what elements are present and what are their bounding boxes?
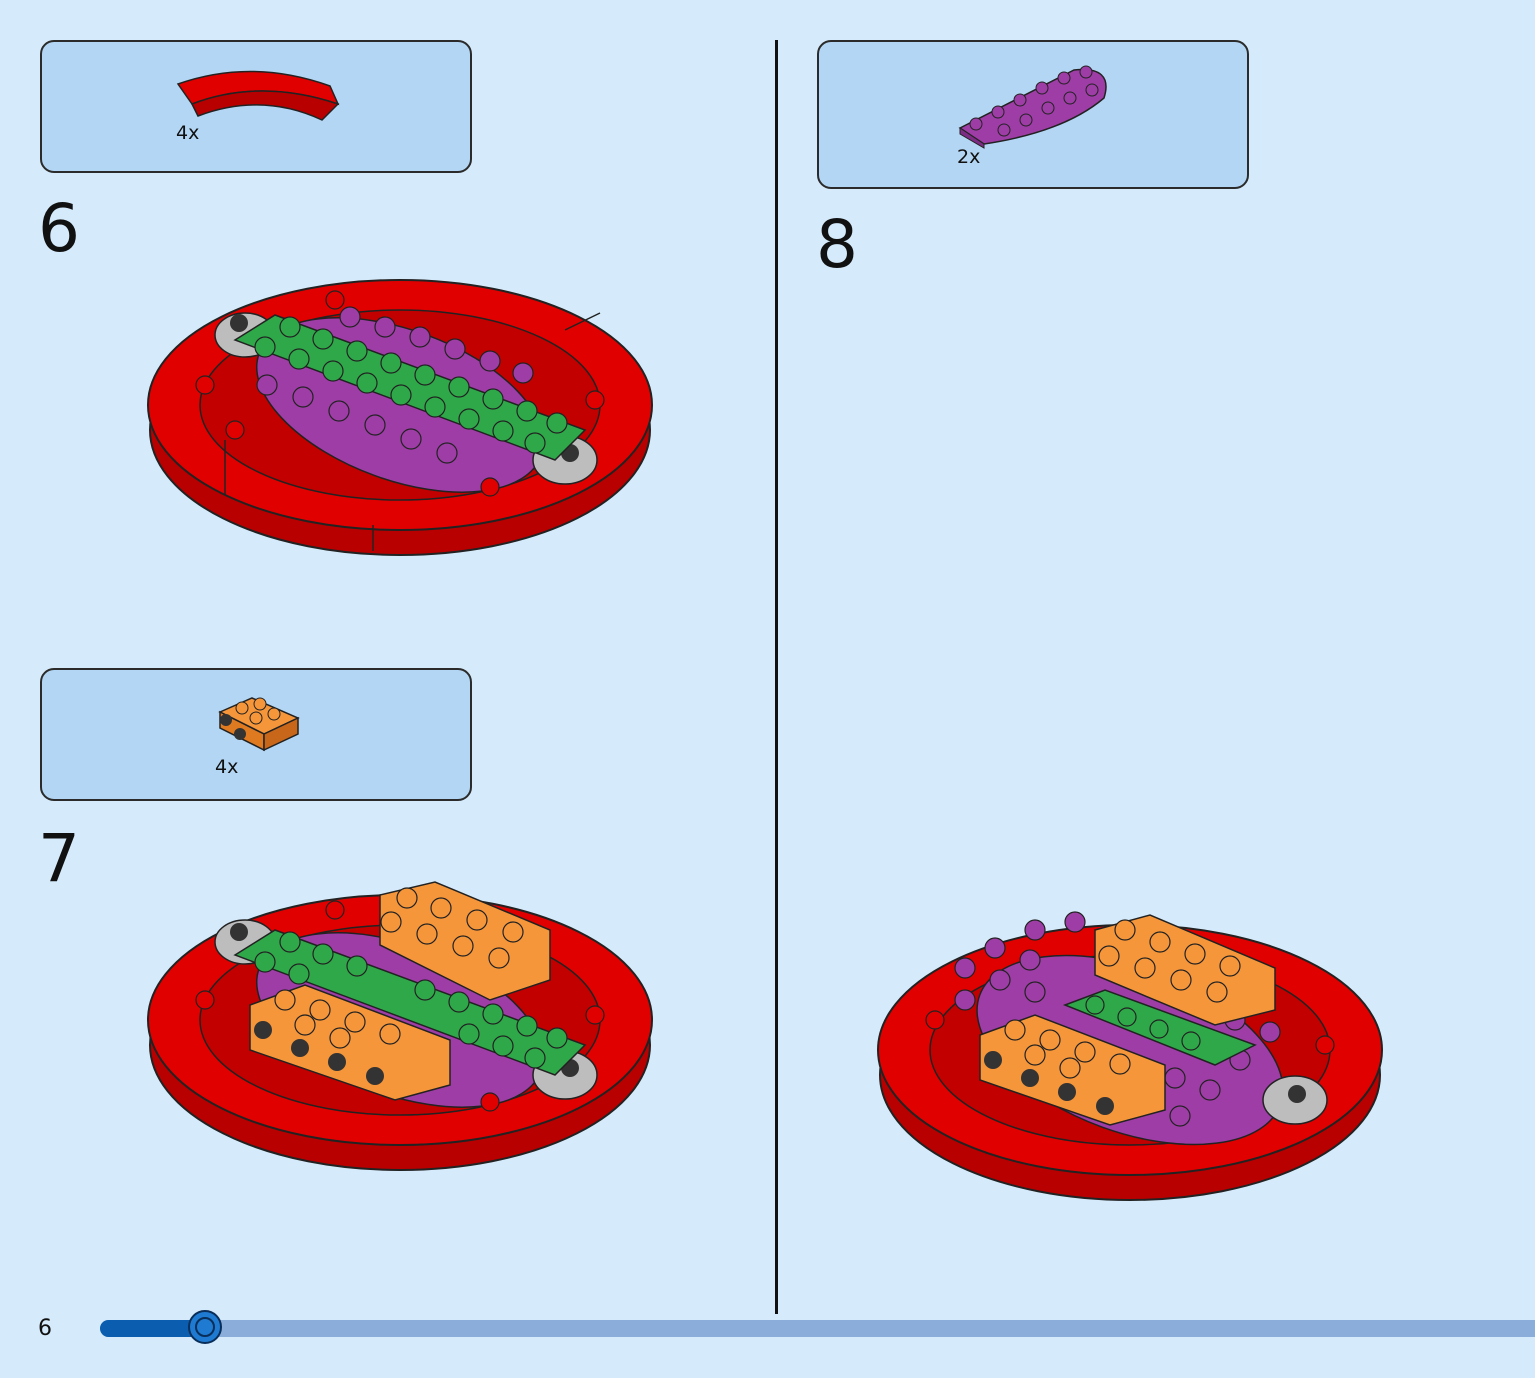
step-number-6: 6 — [38, 190, 80, 267]
part-count: 4x — [176, 122, 200, 144]
step-number-7: 7 — [38, 820, 80, 897]
part-count: 2x — [957, 146, 981, 168]
build-step-6-image — [147, 279, 653, 556]
progress-knob[interactable] — [188, 1310, 222, 1344]
magenta-half-oval-plate-icon — [958, 65, 1107, 149]
parts-callout-step-8: 2x — [817, 40, 1249, 189]
page-number: 6 — [38, 1316, 52, 1341]
part-count: 4x — [215, 756, 239, 778]
column-divider — [775, 40, 778, 1314]
parts-callout-step-7: 4x — [40, 668, 472, 801]
step-number-8: 8 — [816, 206, 858, 283]
build-step-7-image — [147, 881, 653, 1171]
build-step-8-image — [877, 911, 1383, 1201]
parts-callout-step-6: 4x — [40, 40, 472, 173]
red-curved-plate-icon — [176, 70, 340, 121]
orange-bracket-brick-icon — [218, 697, 300, 752]
progress-fill — [100, 1320, 205, 1337]
progress-track — [100, 1320, 1535, 1337]
